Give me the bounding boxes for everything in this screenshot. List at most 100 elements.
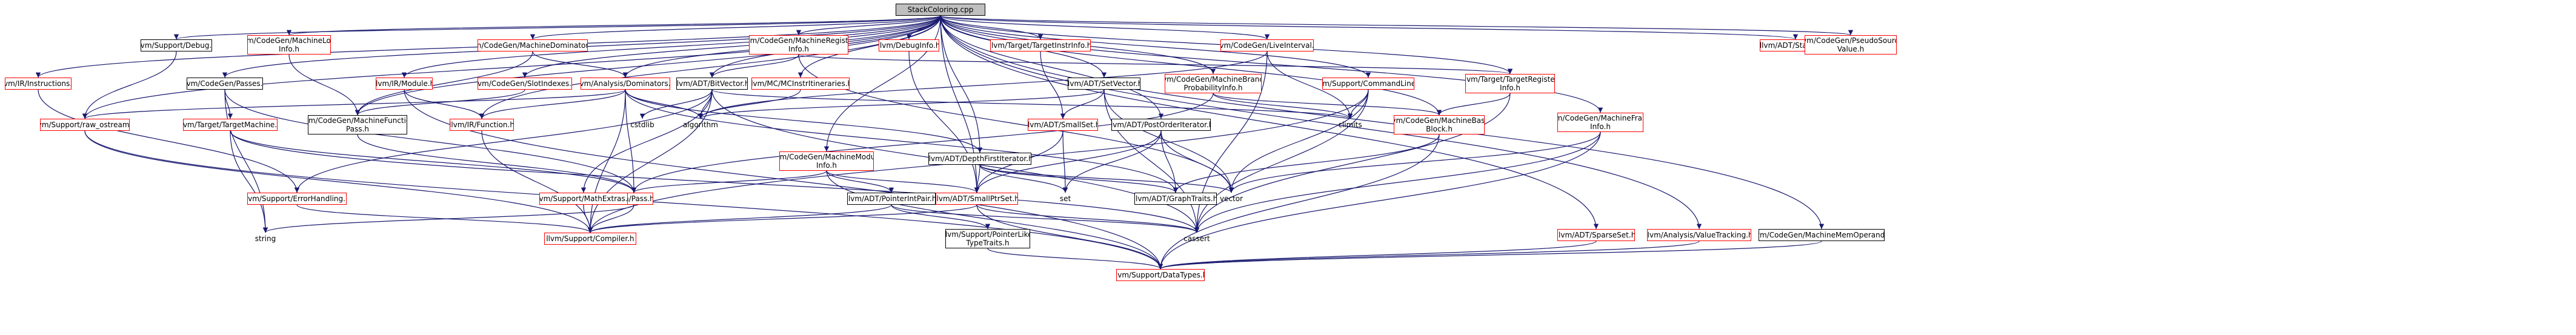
edge-codegen-passes-to-string bbox=[224, 89, 268, 233]
node-adt-setvector[interactable]: llvm/ADT/SetVector.h bbox=[1068, 78, 1140, 90]
edge-adt-bitvector-to-support-compiler bbox=[587, 89, 713, 233]
node-label: llvm/ADT/PostOrderIterator.h bbox=[1111, 121, 1211, 129]
edge-root-to-codegen-slotindexes bbox=[522, 15, 941, 78]
edge-codegen-machineframeinfo-to-cassert bbox=[1194, 131, 1601, 233]
node-codegen-slotindexes[interactable]: llvm/CodeGen/SlotIndexes.h bbox=[478, 78, 572, 90]
node-climits: climits bbox=[1333, 119, 1367, 131]
edge-root-to-codegen-machineloopinfo bbox=[287, 15, 941, 36]
node-codegen-machinememoperand[interactable]: llvm/CodeGen/MachineMemOperand.h bbox=[1759, 229, 1885, 241]
node-adt-smallset[interactable]: llvm/ADT/SmallSet.h bbox=[1028, 119, 1098, 131]
node-ir-instructions[interactable]: llvm/IR/Instructions.h bbox=[5, 78, 72, 90]
node-label: llvm/CodeGen/MachineLoop Info.h bbox=[247, 36, 331, 53]
edge-root-to-support-commandline bbox=[940, 15, 1371, 78]
edge-codegen-machinebasicblock-to-support-datatypes bbox=[1157, 134, 1440, 270]
node-label: llvm/ADT/BitVector.h bbox=[676, 79, 748, 88]
edge-target-targetmachine-to-cassert bbox=[230, 130, 1200, 233]
edge-codegen-liveinterval-to-climits bbox=[1266, 51, 1353, 119]
edge-adt-smallset-to-set bbox=[1062, 130, 1068, 193]
node-label: llvm/Support/MathExtras.h bbox=[539, 194, 628, 203]
node-support-compiler[interactable]: llvm/Support/Compiler.h bbox=[544, 233, 636, 245]
node-analysis-dominators[interactable]: llvm/Analysis/Dominators.h bbox=[581, 78, 670, 90]
node-label: llvm/ADT/GraphTraits.h bbox=[1134, 194, 1217, 203]
edge-adt-setvector-to-cassert bbox=[1103, 89, 1200, 233]
edge-codegen-machineframeinfo-to-vector bbox=[1228, 131, 1601, 193]
edge-adt-bitvector-to-climits bbox=[711, 89, 1353, 119]
node-label: llvm/Target/TargetMachine.h bbox=[183, 121, 278, 129]
node-debuginfo[interactable]: llvm/DebugInfo.h bbox=[879, 39, 939, 51]
edge-root-to-adt-postorderiterator bbox=[940, 15, 1164, 119]
node-target-targetinstrinfo[interactable]: llvm/Target/TargetInstrInfo.h bbox=[990, 39, 1091, 51]
node-target-targetregisterinfo[interactable]: llvm/Target/TargetRegister Info.h bbox=[1465, 74, 1555, 93]
edge-support-pointerliketypetraits-to-support-datatypes bbox=[987, 248, 1163, 270]
node-label: algorithm bbox=[683, 121, 718, 129]
node-label: llvm/Analysis/Dominators.h bbox=[581, 79, 670, 88]
node-support-mathextras[interactable]: llvm/Support/MathExtras.h bbox=[539, 193, 628, 205]
edge-codegen-machineregisterinfo-to-adt-bitvector bbox=[709, 54, 799, 78]
node-support-pointerliketypetraits[interactable]: llvm/Support/PointerLike TypeTraits.h bbox=[945, 229, 1030, 248]
edge-root-to-support-debug bbox=[174, 15, 941, 40]
node-label: llvm/Support/ErrorHandling.h bbox=[247, 194, 347, 203]
edge-adt-postorderiterator-to-adt-smallptrset bbox=[974, 130, 1162, 193]
node-adt-graphtraits[interactable]: llvm/ADT/GraphTraits.h bbox=[1134, 193, 1217, 205]
node-label: llvm/CodeGen/LiveInterval.h bbox=[1220, 41, 1314, 50]
edge-pass-to-support-compiler bbox=[587, 204, 634, 233]
edge-adt-postorderiterator-to-adt-graphtraits bbox=[1160, 130, 1179, 193]
node-label: llvm/Support/Compiler.h bbox=[546, 234, 634, 243]
node-adt-depthfirstiterator[interactable]: llvm/ADT/DepthFirstIterator.h bbox=[928, 153, 1031, 165]
edge-support-commandline-to-cassert bbox=[1194, 89, 1369, 233]
node-label: set bbox=[1059, 194, 1071, 203]
edge-adt-depthfirstiterator-to-adt-graphtraits bbox=[979, 164, 1179, 193]
node-label: llvm/IR/Module.h bbox=[376, 79, 433, 88]
node-target-targetmachine[interactable]: llvm/Target/TargetMachine.h bbox=[183, 119, 278, 131]
node-support-raw-ostream[interactable]: llvm/Support/raw_ostream.h bbox=[40, 119, 130, 131]
node-adt-smallptrset[interactable]: llvm/ADT/SmallPtrSet.h bbox=[936, 193, 1018, 205]
edge-root-to-target-targetinstrinfo bbox=[940, 15, 1043, 40]
edge-target-targetmachine-to-string bbox=[230, 130, 268, 233]
node-codegen-pseudosourcevalue[interactable]: llvm/CodeGen/PseudoSource Value.h bbox=[1805, 35, 1897, 55]
edge-analysis-dominators-to-support-raw-ostream bbox=[82, 89, 626, 119]
edge-adt-setvector-to-adt-smallset bbox=[1060, 89, 1105, 119]
edge-adt-smallptrset-to-support-compiler bbox=[588, 204, 977, 233]
node-label: llvm/CodeGen/Passes.h bbox=[187, 79, 263, 88]
edge-target-targetregisterinfo-to-codegen-machinebasicblock bbox=[1436, 93, 1511, 116]
node-label: llvm/DebugInfo.h bbox=[879, 41, 939, 50]
node-adt-postorderiterator[interactable]: llvm/ADT/PostOrderIterator.h bbox=[1111, 119, 1211, 131]
edge-analysis-dominators-to-ir-function bbox=[479, 89, 626, 119]
edge-support-raw-ostream-to-support-compiler bbox=[84, 130, 593, 233]
node-codegen-machinebasicblock[interactable]: llvm/CodeGen/MachineBasic Block.h bbox=[1394, 115, 1485, 134]
node-codegen-liveinterval[interactable]: llvm/CodeGen/LiveInterval.h bbox=[1220, 39, 1314, 51]
node-support-datatypes[interactable]: llvm/Support/DataTypes.h bbox=[1116, 269, 1205, 281]
node-label: llvm/ADT/SparseSet.h bbox=[1557, 231, 1635, 239]
edge-root-to-codegen-liveinterval bbox=[940, 15, 1270, 40]
edge-adt-depthfirstiterator-to-vector bbox=[979, 164, 1234, 193]
node-adt-sparseset[interactable]: llvm/ADT/SparseSet.h bbox=[1557, 229, 1635, 241]
node-algorithm: algorithm bbox=[681, 119, 720, 131]
node-label: llvm/CodeGen/SlotIndexes.h bbox=[478, 79, 572, 88]
node-label: llvm/ADT/SmallPtrSet.h bbox=[936, 194, 1018, 203]
node-codegen-machinefunctionpass[interactable]: llvm/CodeGen/MachineFunction Pass.h bbox=[308, 115, 407, 134]
node-codegen-machinedominators[interactable]: llvm/CodeGen/MachineDominators.h bbox=[478, 39, 588, 51]
node-codegen-machinemoduleinfo[interactable]: llvm/CodeGen/MachineModule Info.h bbox=[779, 151, 874, 171]
edge-root-to-codegen-machinebasicblock bbox=[940, 15, 1442, 116]
node-codegen-machinebranchprob[interactable]: llvm/CodeGen/MachineBranch ProbabilityIn… bbox=[1165, 74, 1262, 93]
node-support-debug[interactable]: llvm/Support/Debug.h bbox=[141, 39, 212, 51]
node-adt-bitvector[interactable]: llvm/ADT/BitVector.h bbox=[676, 78, 748, 90]
edge-support-commandline-to-vector bbox=[1228, 89, 1369, 193]
node-codegen-passes[interactable]: llvm/CodeGen/Passes.h bbox=[187, 78, 263, 90]
edge-codegen-machinemoduleinfo-to-pass bbox=[631, 170, 827, 193]
node-analysis-valuetracking[interactable]: llvm/Analysis/ValueTracking.h bbox=[1647, 229, 1751, 241]
node-adt-pointerintpair[interactable]: llvm/ADT/PointerIntPair.h bbox=[847, 193, 936, 205]
node-ir-module[interactable]: llvm/IR/Module.h bbox=[376, 78, 433, 90]
edge-analysis-dominators-to-algorithm bbox=[625, 89, 704, 119]
edge-root-to-adt-statistic bbox=[940, 15, 1798, 40]
node-codegen-machineframeinfo[interactable]: llvm/CodeGen/MachineFrame Info.h bbox=[1557, 113, 1643, 132]
edge-adt-bitvector-to-cstdlib bbox=[639, 89, 713, 119]
node-codegen-machineloopinfo[interactable]: llvm/CodeGen/MachineLoop Info.h bbox=[247, 35, 331, 55]
node-support-errorhandling[interactable]: llvm/Support/ErrorHandling.h bbox=[247, 193, 347, 205]
node-codegen-machineregisterinfo[interactable]: llvm/CodeGen/MachineRegister Info.h bbox=[749, 35, 848, 55]
node-ir-function[interactable]: llvm/IR/Function.h bbox=[450, 119, 514, 131]
node-root: StackColoring.cpp bbox=[896, 4, 985, 16]
node-support-commandline[interactable]: llvm/Support/CommandLine.h bbox=[1322, 78, 1414, 90]
node-mc-mcinstrItineraries[interactable]: llvm/MC/MCInstrItineraries.h bbox=[751, 78, 850, 90]
